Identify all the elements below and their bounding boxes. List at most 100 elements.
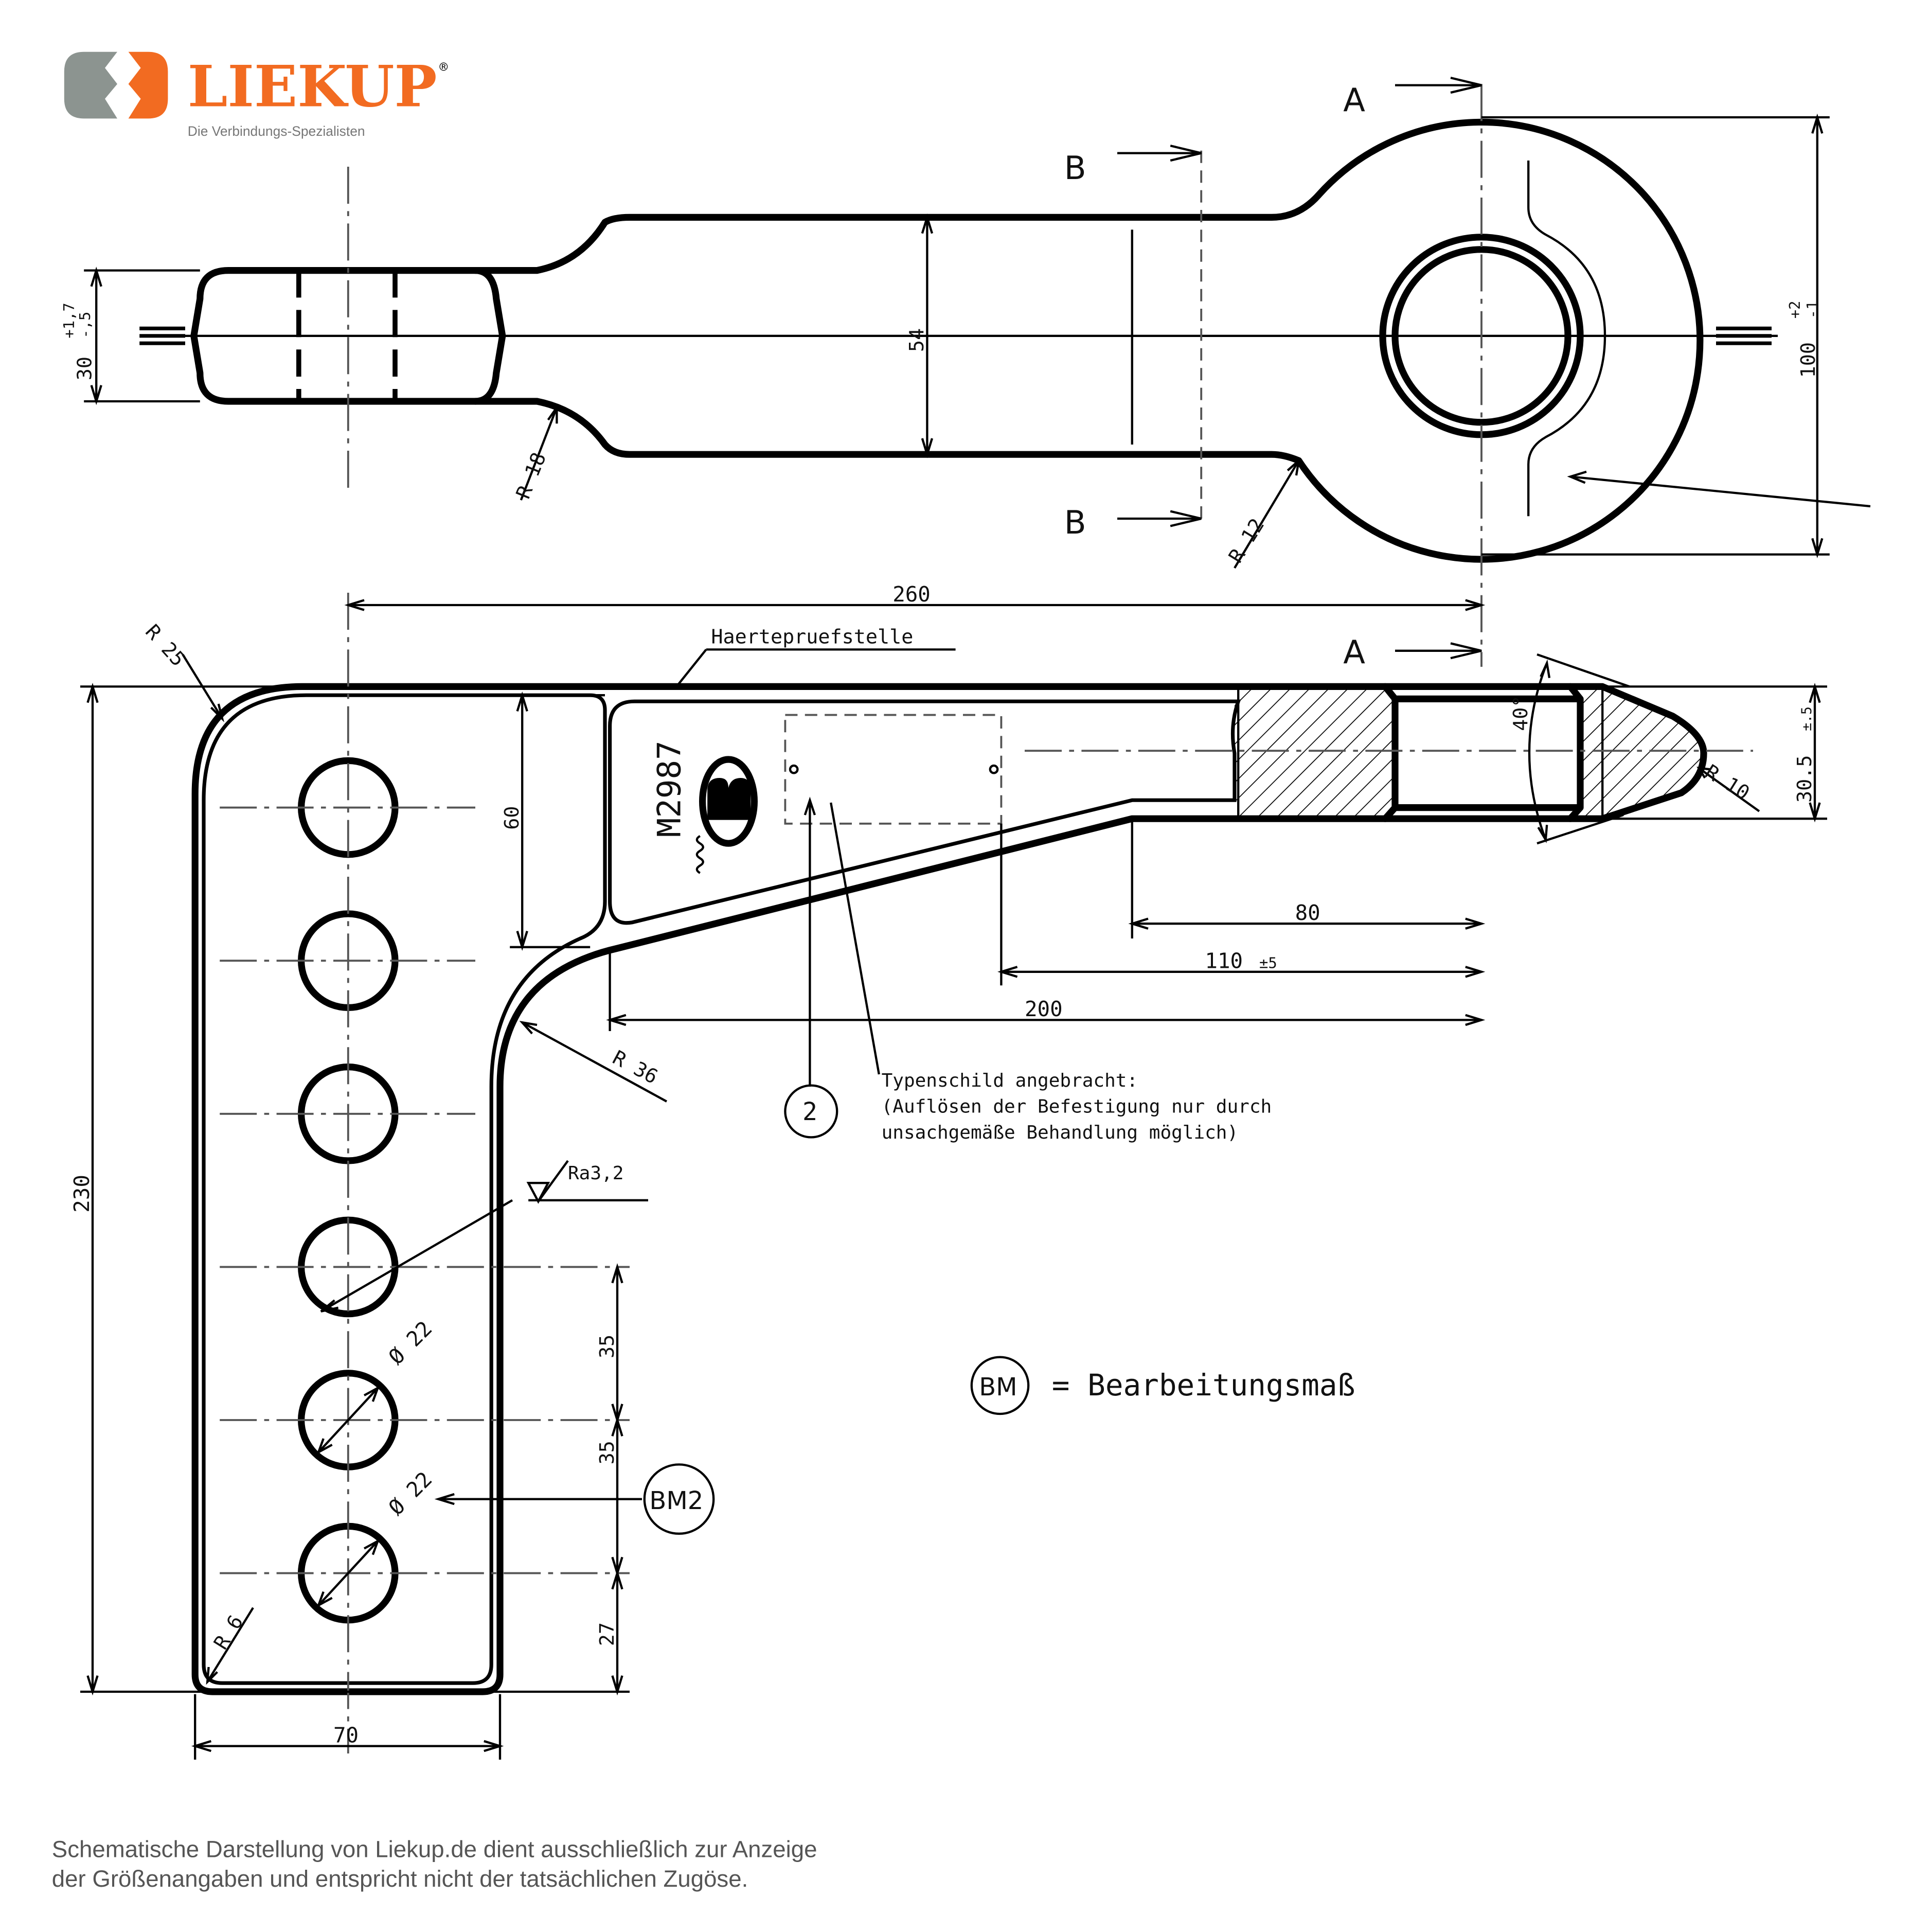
dim-30-5: 30.5 ±.5 [1602,683,1827,823]
top-view: B B A 30 +1,7 -,5 54 [60,77,1871,667]
dim-eye-tol-lower: -1 [1803,301,1821,319]
radius-r36: R 36 [519,1021,668,1103]
dim-35-a-value: 35 [596,1335,619,1358]
dim-shank-width-value: 54 [905,328,928,352]
top-view-outline [190,118,1704,563]
side-view-pocket [608,699,1241,925]
dim-overall-length-value: 260 [892,582,931,607]
dim-30-5-tol: ±.5 [1799,706,1815,731]
type-plate-rivet-right [989,764,999,774]
hole-diameter-callout-b: Ø 22 [316,1467,642,1608]
dim-60-value: 60 [501,806,524,830]
part-marking: M2987 [650,740,688,837]
dim-60: 60 [501,691,605,951]
section-a-label-side: A [1343,633,1365,671]
liekup-logo: LIEKUP ® Die Verbindungs-Spezialisten [64,51,448,139]
logo-wordmark: LIEKUP [188,53,437,120]
section-b-label-bottom: B [1064,504,1086,541]
dim-230-value: 230 [69,1175,94,1213]
dim-110-tol: ±5 [1259,954,1277,972]
bm2-callout: BM2 [643,1463,715,1535]
dim-overall-length: 260 [344,582,1486,611]
registered-mark: ® [439,59,448,75]
logo-mark-orange [128,51,168,119]
dim-eye-diameter-value: 100 [1797,342,1820,378]
radius-r18-label: R 18 [512,449,551,502]
section-a-arrow-top [1395,77,1482,94]
dim-80: 80 [1128,821,1486,938]
break-symbol-left [139,326,185,345]
section-b-label-top: B [1064,149,1086,187]
dim-110: 110 ±5 [997,823,1486,986]
radius-r36-label: R 36 [609,1046,662,1089]
break-symbol-right [1716,326,1772,345]
dim-thickness-value: 30 [74,357,97,380]
disclaimer-line-2: der Größenangaben und entspricht nicht d… [52,1866,748,1892]
type-plate-outline [784,714,1003,825]
radius-r10-label: R 10 [1701,760,1754,805]
section-b-arrow-top [1117,145,1202,162]
typenschild-line-1: Typenschild angebracht: [882,1070,1138,1091]
bm-legend-text: = Bearbeitungsmaß [1052,1368,1355,1403]
radius-r25: R 25 [140,620,224,722]
hole-diameter-b-label: Ø 22 [384,1467,437,1520]
notes: Typenschild angebracht: (Auflösen der Be… [882,1070,1355,1415]
disclaimer: Schematische Darstellung von Liekup.de d… [52,1836,817,1892]
dim-80-value: 80 [1295,900,1320,925]
dim-thickness: 30 +1,7 -,5 [60,267,200,405]
eye-flat-leader [1567,470,1871,508]
angle-40: 40° [1509,653,1630,845]
angle-40-value: 40° [1509,695,1532,731]
radius-r12: R 12 [1224,457,1300,569]
radius-r18: R 18 [512,404,558,502]
dim-70-value: 70 [333,1723,359,1747]
section-b-arrow-bottom [1117,510,1202,527]
hardness-label: Haertepruefstelle [711,625,913,648]
dim-35-b-value: 35 [596,1441,619,1464]
manufacturer-stamp [699,756,758,847]
bm-legend-circle [970,1356,1030,1415]
radius-r12-label: R 12 [1224,515,1269,567]
type-plate-rivet-left [789,764,799,774]
side-view: M2987 Haertepruefstelle A 260 [69,582,1827,1760]
typenschild-line-2: (Auflösen der Befestigung nur durch [882,1096,1272,1117]
dim-thickness-tol-upper: +1,7 [60,303,78,338]
typenschild-line-3: unsachgemäße Behandlung möglich) [882,1122,1239,1143]
side-view-inner-edge [202,693,607,1685]
dim-eye-diameter: 100 +2 -1 [1481,113,1830,558]
radius-r10: R 10 [1696,760,1760,812]
hole-diameter-a-label: Ø 22 [384,1316,437,1369]
marking-wave [695,835,704,874]
disclaimer-line-1: Schematische Darstellung von Liekup.de d… [52,1836,817,1863]
dim-70: 70 [191,1694,504,1760]
dim-30-5-value: 30.5 [1793,755,1816,803]
bm2-label: BM2 [649,1486,703,1515]
dim-230: 230 [69,683,630,1696]
radius-r6: R 6 [206,1607,254,1685]
section-hatch-left [1233,686,1395,819]
section-hatch-right [1570,686,1704,819]
hardness-callout: Haertepruefstelle [675,625,956,687]
dim-shank-width: 54 [905,214,934,458]
radius-r25-label: R 25 [140,620,189,671]
type-plate-leaders: 2 [784,796,880,1139]
dim-200-value: 200 [1025,997,1063,1021]
section-bore [1382,683,1584,822]
section-a-arrow-side [1395,642,1482,660]
logo-mark-grey [64,51,117,119]
radius-r6-label: R 6 [209,1611,248,1654]
hole-horizontal-centerlines [220,806,630,1574]
roughness-symbol: Ra3,2 [320,1160,648,1313]
dim-110-value: 110 [1205,949,1243,973]
item-balloon [784,1084,838,1139]
dim-27-value: 27 [596,1622,619,1646]
bm-legend-symbol: BM [979,1373,1017,1402]
roughness-label: Ra3,2 [568,1163,623,1184]
section-a-label-top: A [1343,81,1365,119]
dim-200: 200 [606,951,1486,1031]
dim-thickness-tol-lower: -,5 [76,312,94,339]
item-balloon-number: 2 [802,1097,817,1126]
dim-eye-tol-upper: +2 [1786,301,1803,319]
